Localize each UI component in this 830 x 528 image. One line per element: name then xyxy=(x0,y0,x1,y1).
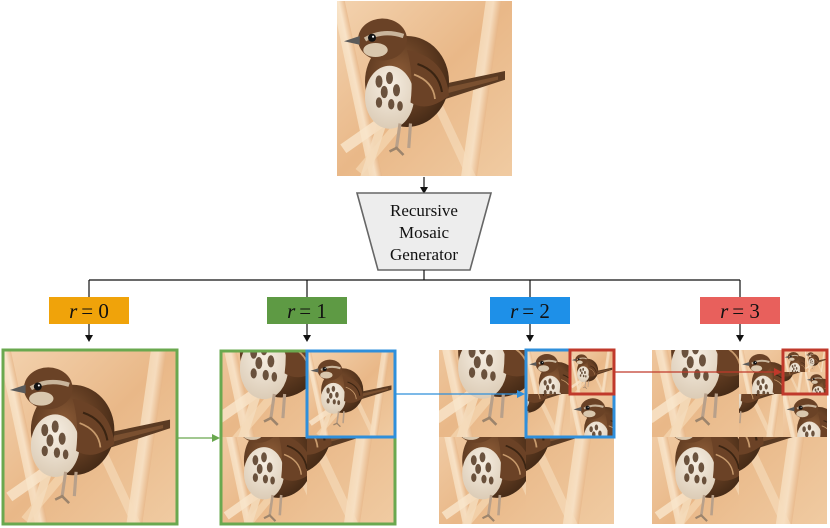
recursion-arrow-green xyxy=(178,434,220,442)
level-eq: = 2 xyxy=(522,299,550,323)
level-eq: = 0 xyxy=(81,299,109,323)
level-label-r0: r= 0 xyxy=(49,297,129,324)
level-label-r2: r= 2 xyxy=(490,297,570,324)
level-label-r3: r= 3 xyxy=(700,297,780,324)
recursion-arrow-blue xyxy=(396,390,525,398)
svg-text:r= 1: r= 1 xyxy=(287,299,327,323)
level-eq: = 1 xyxy=(299,299,327,323)
recursion-arrow-red xyxy=(614,368,782,376)
level-label-r1: r= 1 xyxy=(267,297,347,324)
svg-text:r= 3: r= 3 xyxy=(720,299,760,323)
mosaic-r1 xyxy=(219,349,397,526)
label-to-image-arrows xyxy=(85,324,744,342)
input-bird-image xyxy=(331,0,512,188)
level-var: r xyxy=(287,299,296,323)
arrow-input-to-generator xyxy=(420,177,428,194)
recursive-mosaic-generator: Recursive Mosaic Generator xyxy=(355,192,493,271)
svg-text:r= 0: r= 0 xyxy=(69,299,109,323)
mosaic-r3 xyxy=(652,348,829,524)
level-var: r xyxy=(720,299,729,323)
branch-connector xyxy=(88,270,741,297)
level-eq: = 3 xyxy=(732,299,760,323)
mosaic-r0 xyxy=(1,348,179,526)
level-var: r xyxy=(69,299,78,323)
generator-label-line-2: Mosaic xyxy=(399,223,450,242)
generator-label-line-3: Generator xyxy=(390,245,458,264)
level-var: r xyxy=(510,299,519,323)
generator-label-line-1: Recursive xyxy=(390,201,458,220)
svg-text:r= 2: r= 2 xyxy=(510,299,550,323)
